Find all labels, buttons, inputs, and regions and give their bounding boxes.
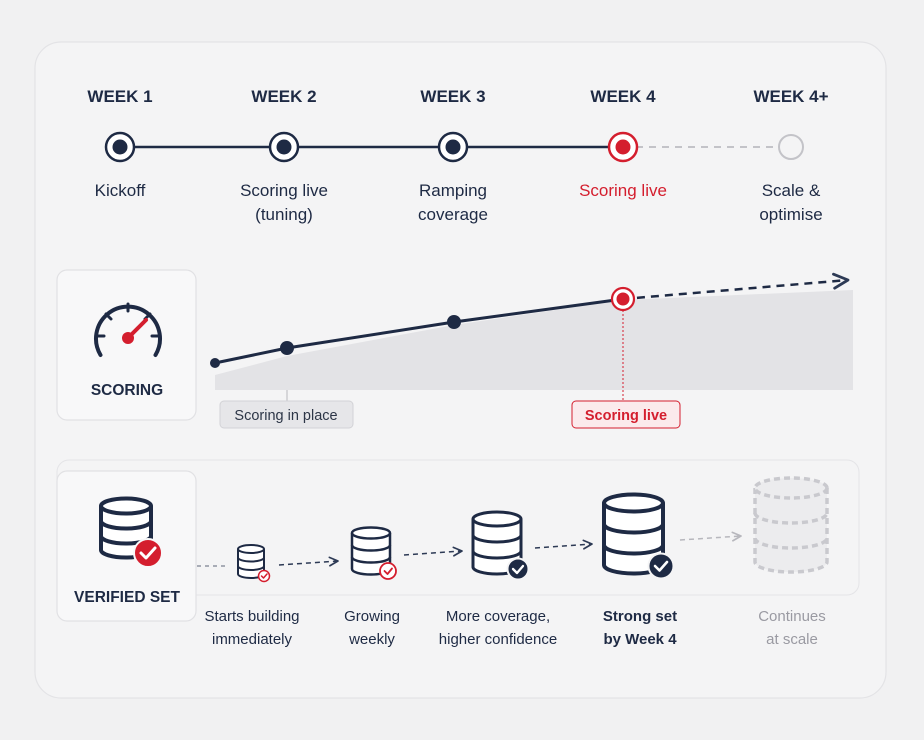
scoring-title: SCORING — [91, 382, 163, 399]
scoring-row: SCORING Scoring in place Scoring live — [56, 269, 853, 429]
database-check-icon — [99, 496, 163, 568]
verified-title: VERIFIED SET — [74, 589, 180, 606]
week-label: WEEK 2 — [251, 87, 316, 106]
step-label: higher confidence — [439, 631, 557, 648]
timeline-node-current — [607, 131, 639, 163]
step-label-strong: Strong set — [603, 608, 677, 625]
step-label: More coverage, — [446, 608, 550, 625]
week-label: WEEK 3 — [420, 87, 485, 106]
timeline: WEEK 1 WEEK 2 WEEK 3 WEEK 4 WEEK 4+ Kick… — [87, 87, 828, 224]
step-label: weekly — [348, 631, 395, 648]
database-large-icon — [471, 510, 530, 581]
week-label: WEEK 4 — [590, 87, 656, 106]
milestone-label: Kickoff — [95, 181, 146, 200]
scoring-tag-current — [571, 400, 681, 429]
scoring-tag — [219, 400, 354, 429]
scoring-area — [215, 290, 853, 390]
scoring-point-current — [610, 286, 636, 312]
scoring-card — [56, 269, 197, 421]
week-label: WEEK 1 — [87, 87, 152, 106]
scoring-projection — [622, 272, 850, 301]
flow-arrow-future — [679, 531, 742, 542]
database-xlarge-icon — [602, 492, 675, 580]
speedometer-icon — [94, 302, 162, 357]
step-label: immediately — [212, 631, 293, 648]
milestone-label: coverage — [418, 205, 488, 224]
step-label: Starts building — [204, 608, 299, 625]
timeline-node — [437, 131, 469, 163]
scoring-point — [210, 358, 220, 368]
milestone-label: (tuning) — [255, 205, 313, 224]
milestone-label: Ramping — [419, 181, 487, 200]
flow-arrow — [403, 546, 463, 557]
milestone-label: Scoring live — [240, 181, 328, 200]
verified-set-row: VERIFIED SET — [56, 459, 860, 648]
milestone-label: Scale & — [762, 181, 821, 200]
step-label-future: Continues — [758, 608, 826, 625]
database-medium-icon — [350, 526, 397, 580]
scoring-tag-label: Scoring live — [585, 408, 667, 424]
scoring-tag-label: Scoring in place — [234, 408, 337, 424]
timeline-node — [104, 131, 136, 163]
timeline-node — [268, 131, 300, 163]
week-label: WEEK 4+ — [753, 87, 828, 106]
scoring-point — [280, 341, 294, 355]
step-label-future: at scale — [766, 631, 818, 648]
scoring-line — [214, 297, 624, 365]
step-label: Growing — [344, 608, 400, 625]
database-small-icon — [237, 544, 271, 583]
milestone-label: optimise — [759, 205, 822, 224]
milestone-label-current: Scoring live — [579, 181, 667, 200]
step-label-strong: by Week 4 — [603, 631, 677, 648]
flow-arrow — [534, 539, 593, 550]
timeline-node-future — [778, 134, 804, 160]
scoring-point — [447, 315, 461, 329]
database-future-icon — [753, 476, 829, 574]
flow-arrow — [278, 556, 339, 567]
